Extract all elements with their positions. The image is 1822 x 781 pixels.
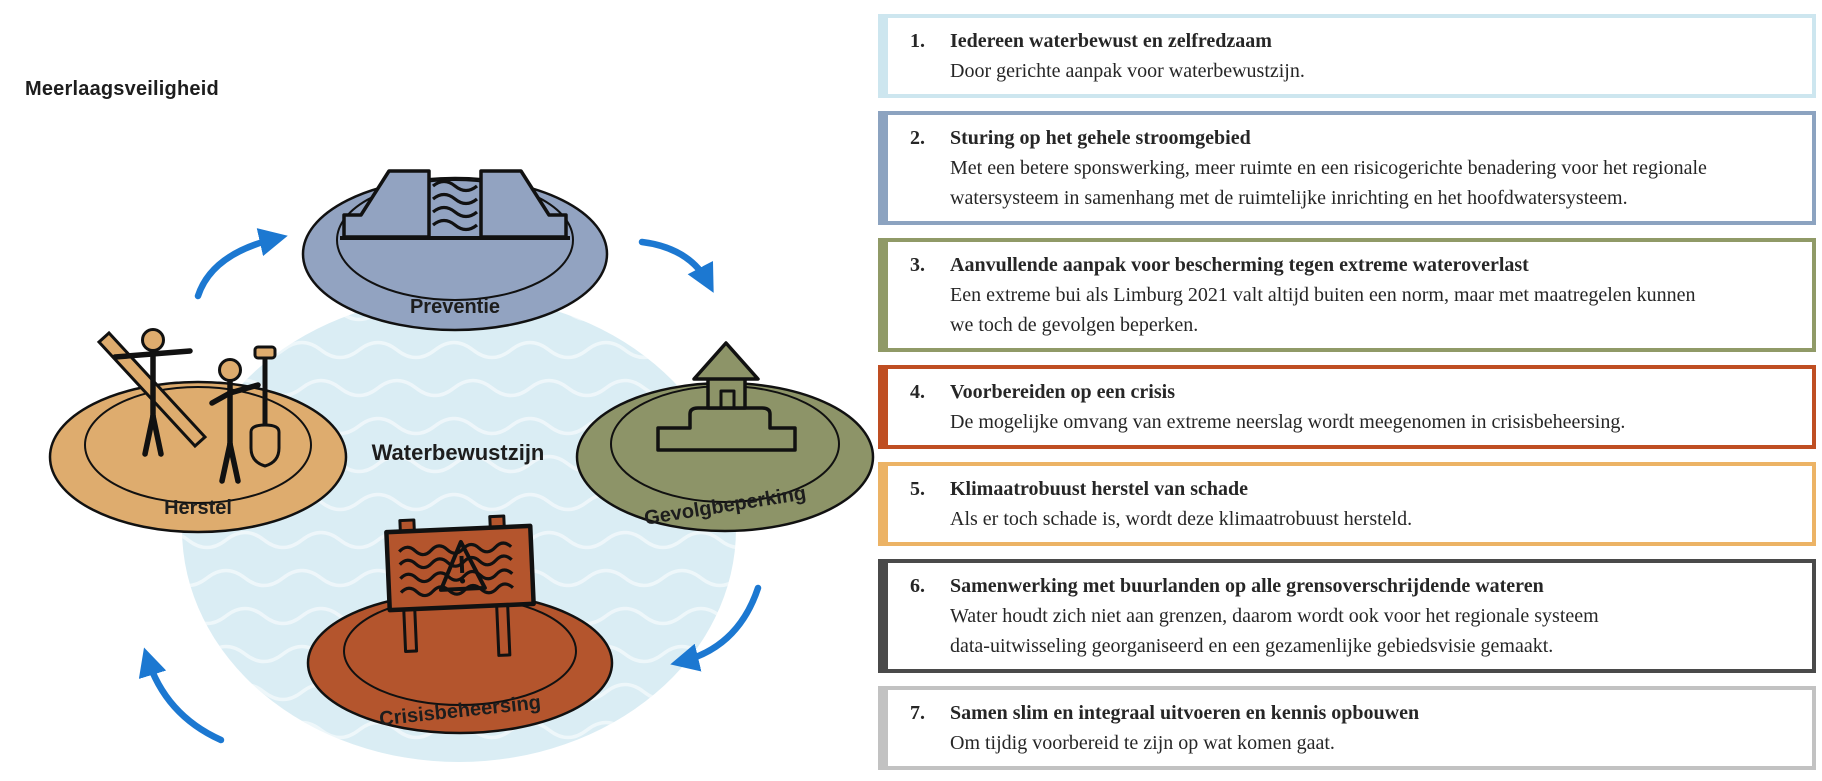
item-body: Om tijdig voorbereid te zijn op wat kome… bbox=[950, 732, 1335, 754]
list-item-5: 5. Klimaatrobuust herstel van schade Als… bbox=[878, 462, 1816, 546]
item-body: Door gerichte aanpak voor waterbewustzij… bbox=[950, 60, 1305, 82]
item-body: Een extreme bui als Limburg 2021 valt al… bbox=[950, 284, 1696, 336]
list-item-7: 7. Samen slim en integraal uitvoeren en … bbox=[878, 686, 1816, 770]
island-preventie: Preventie bbox=[301, 169, 609, 332]
item-body: De mogelijke omvang van extreme neerslag… bbox=[950, 411, 1626, 433]
key-points-panel: 1. Iedereen waterbewust en zelfredzaam D… bbox=[878, 14, 1816, 781]
dam-sluice-icon bbox=[340, 169, 570, 240]
item-title: Samenwerking met buurlanden op alle gren… bbox=[950, 575, 1544, 597]
island-gevolgbeperking: Gevolgbeperking bbox=[575, 341, 875, 533]
item-body: Als er toch schade is, wordt deze klimaa… bbox=[950, 508, 1413, 530]
list-item-6: 6. Samenwerking met buurlanden op alle g… bbox=[878, 559, 1816, 673]
item-body: Met een betere sponswerking, meer ruimte… bbox=[950, 157, 1707, 209]
item-title: Aanvullende aanpak voor bescherming tege… bbox=[950, 254, 1529, 276]
arrow-preventie-to-gevolgbeperking bbox=[638, 238, 714, 293]
arrow-gevolgbeperking-to-crisisbeheersing bbox=[670, 584, 762, 672]
item-number: 3. bbox=[910, 254, 925, 276]
arrow-crisisbeheersing-to-herstel bbox=[138, 647, 225, 744]
item-number: 2. bbox=[910, 127, 925, 149]
list-item-3: 3. Aanvullende aanpak voor bescherming t… bbox=[878, 238, 1816, 352]
house-on-mound-icon bbox=[656, 341, 797, 452]
item-body: Water houdt zich niet aan grenzen, daaro… bbox=[950, 605, 1599, 657]
item-number: 7. bbox=[910, 702, 925, 724]
list-item-4: 4. Voorbereiden op een crisis De mogelij… bbox=[878, 365, 1816, 449]
list-item-2: 2. Sturing op het gehele stroomgebied Me… bbox=[878, 111, 1816, 225]
item-number: 6. bbox=[910, 575, 925, 597]
arrow-herstel-to-preventie bbox=[194, 228, 288, 300]
item-title: Voorbereiden op een crisis bbox=[950, 381, 1175, 403]
water-safety-cycle-diagram: Waterbewustzijn P bbox=[48, 169, 875, 762]
item-title: Samen slim en integraal uitvoeren en ken… bbox=[950, 702, 1420, 724]
people-with-tools-icon bbox=[96, 328, 281, 484]
island-label-herstel: Herstel bbox=[164, 497, 232, 519]
island-herstel: Herstel bbox=[48, 328, 348, 534]
center-label: Waterbewustzijn bbox=[372, 440, 545, 465]
item-number: 1. bbox=[910, 30, 925, 52]
item-title: Klimaatrobuust herstel van schade bbox=[950, 478, 1248, 500]
item-number: 5. bbox=[910, 478, 925, 500]
list-item-1: 1. Iedereen waterbewust en zelfredzaam D… bbox=[878, 14, 1816, 98]
item-number: 4. bbox=[910, 381, 925, 403]
island-label-preventie: Preventie bbox=[410, 296, 500, 318]
item-title: Sturing op het gehele stroomgebied bbox=[950, 127, 1251, 149]
diagram-title: Meerlaagsveiligheid bbox=[25, 78, 219, 100]
item-title: Iedereen waterbewust en zelfredzaam bbox=[950, 30, 1272, 52]
island-crisisbeheersing: Crisisbeheersing bbox=[306, 514, 614, 735]
flood-warning-sign-icon bbox=[384, 514, 536, 657]
